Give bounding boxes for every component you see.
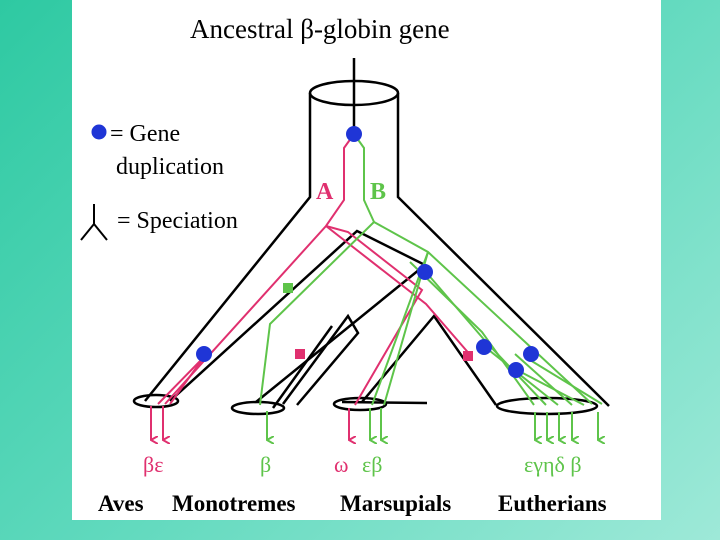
lineage-b-label: B xyxy=(370,179,386,205)
taxon-monotremes: Monotremes xyxy=(172,491,296,516)
speciation-icon xyxy=(80,204,108,241)
legend: = Gene duplication = Speciation xyxy=(80,121,238,241)
duplication-dots xyxy=(196,126,539,378)
lineage-a-label: A xyxy=(316,179,334,205)
taxon-eutherians: Eutherians xyxy=(498,491,607,516)
eutherians-genes: εγηδ β xyxy=(524,452,582,477)
monotremes-genes: β xyxy=(260,452,271,477)
diagram-title: Ancestral β-globin gene xyxy=(190,14,450,44)
aves-genes: βε xyxy=(143,452,163,477)
taxon-marsupials: Marsupials xyxy=(340,491,451,516)
legend-duplication-line2: duplication xyxy=(116,154,224,180)
legend-duplication-line1: = Gene xyxy=(110,121,180,147)
taxon-aves: Aves xyxy=(98,491,144,516)
legend-speciation: = Speciation xyxy=(117,208,238,234)
marsupials-genes-b: εβ xyxy=(362,452,382,477)
gene-arrows xyxy=(150,406,598,440)
diagram-panel: Ancestral β-globin gene xyxy=(72,0,661,520)
lineage-a-paths xyxy=(157,133,473,406)
gene-loss-markers xyxy=(283,283,473,361)
marsupials-genes-a: ω xyxy=(334,452,348,477)
gene-duplication-icon xyxy=(91,124,107,140)
globin-phylogeny-diagram: Ancestral β-globin gene xyxy=(80,14,610,516)
